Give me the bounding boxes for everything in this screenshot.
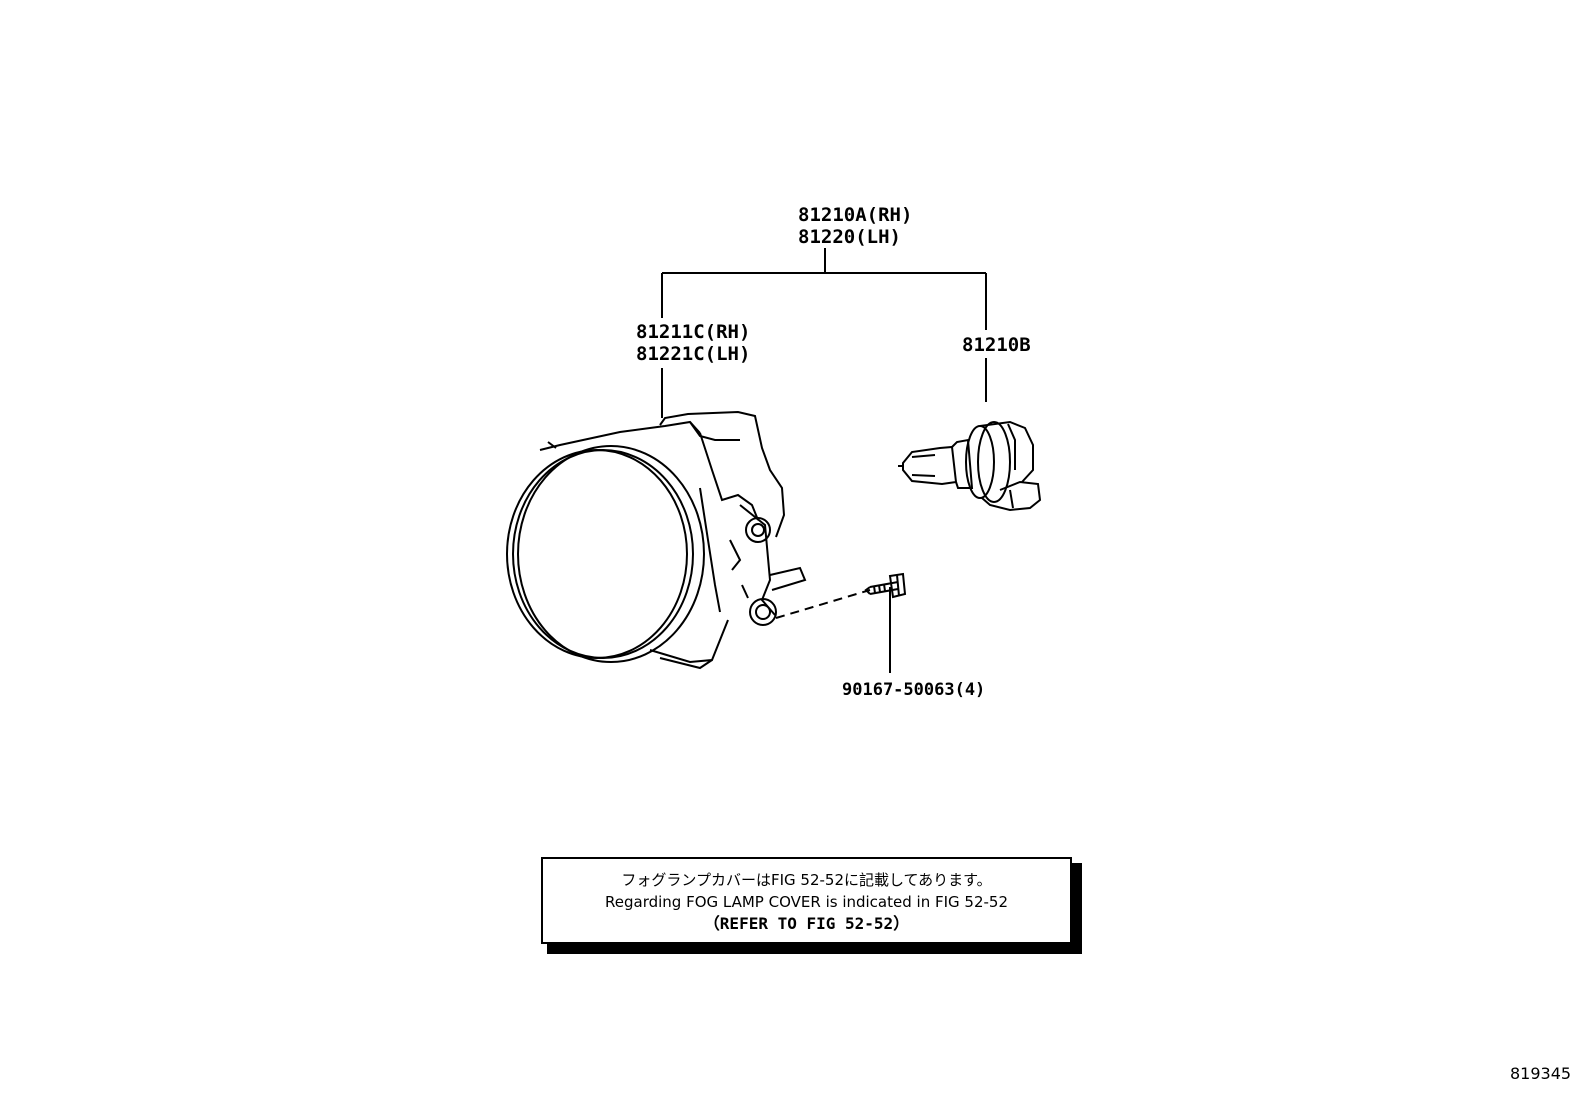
leader-lines xyxy=(661,248,987,673)
bolt xyxy=(864,572,907,599)
figure-number: 819345 xyxy=(1510,1064,1572,1083)
note-line-jp: フォグランプカバーはFIG 52-52に記載してあります。 xyxy=(621,871,992,889)
label-assembly-lh: 81220(LH) xyxy=(798,226,901,248)
bulb xyxy=(898,420,1042,512)
note-box: フォグランプカバーはFIG 52-52に記載してあります。 Regarding … xyxy=(541,857,1072,944)
note-line-ref: （REFER TO FIG 52-52） xyxy=(703,914,910,933)
label-bulb: 81210B xyxy=(962,334,1031,356)
label-unit-lh: 81221C(LH) xyxy=(636,343,751,365)
fog-lamp-housing xyxy=(506,410,807,670)
fastener-line xyxy=(775,589,871,619)
label-unit-rh: 81211C(RH) xyxy=(636,321,751,343)
label-bolt: 90167-50063(4) xyxy=(842,680,986,700)
note-line-en: Regarding FOG LAMP COVER is indicated in… xyxy=(605,893,1008,911)
label-assembly-rh: 81210A(RH) xyxy=(798,204,913,226)
